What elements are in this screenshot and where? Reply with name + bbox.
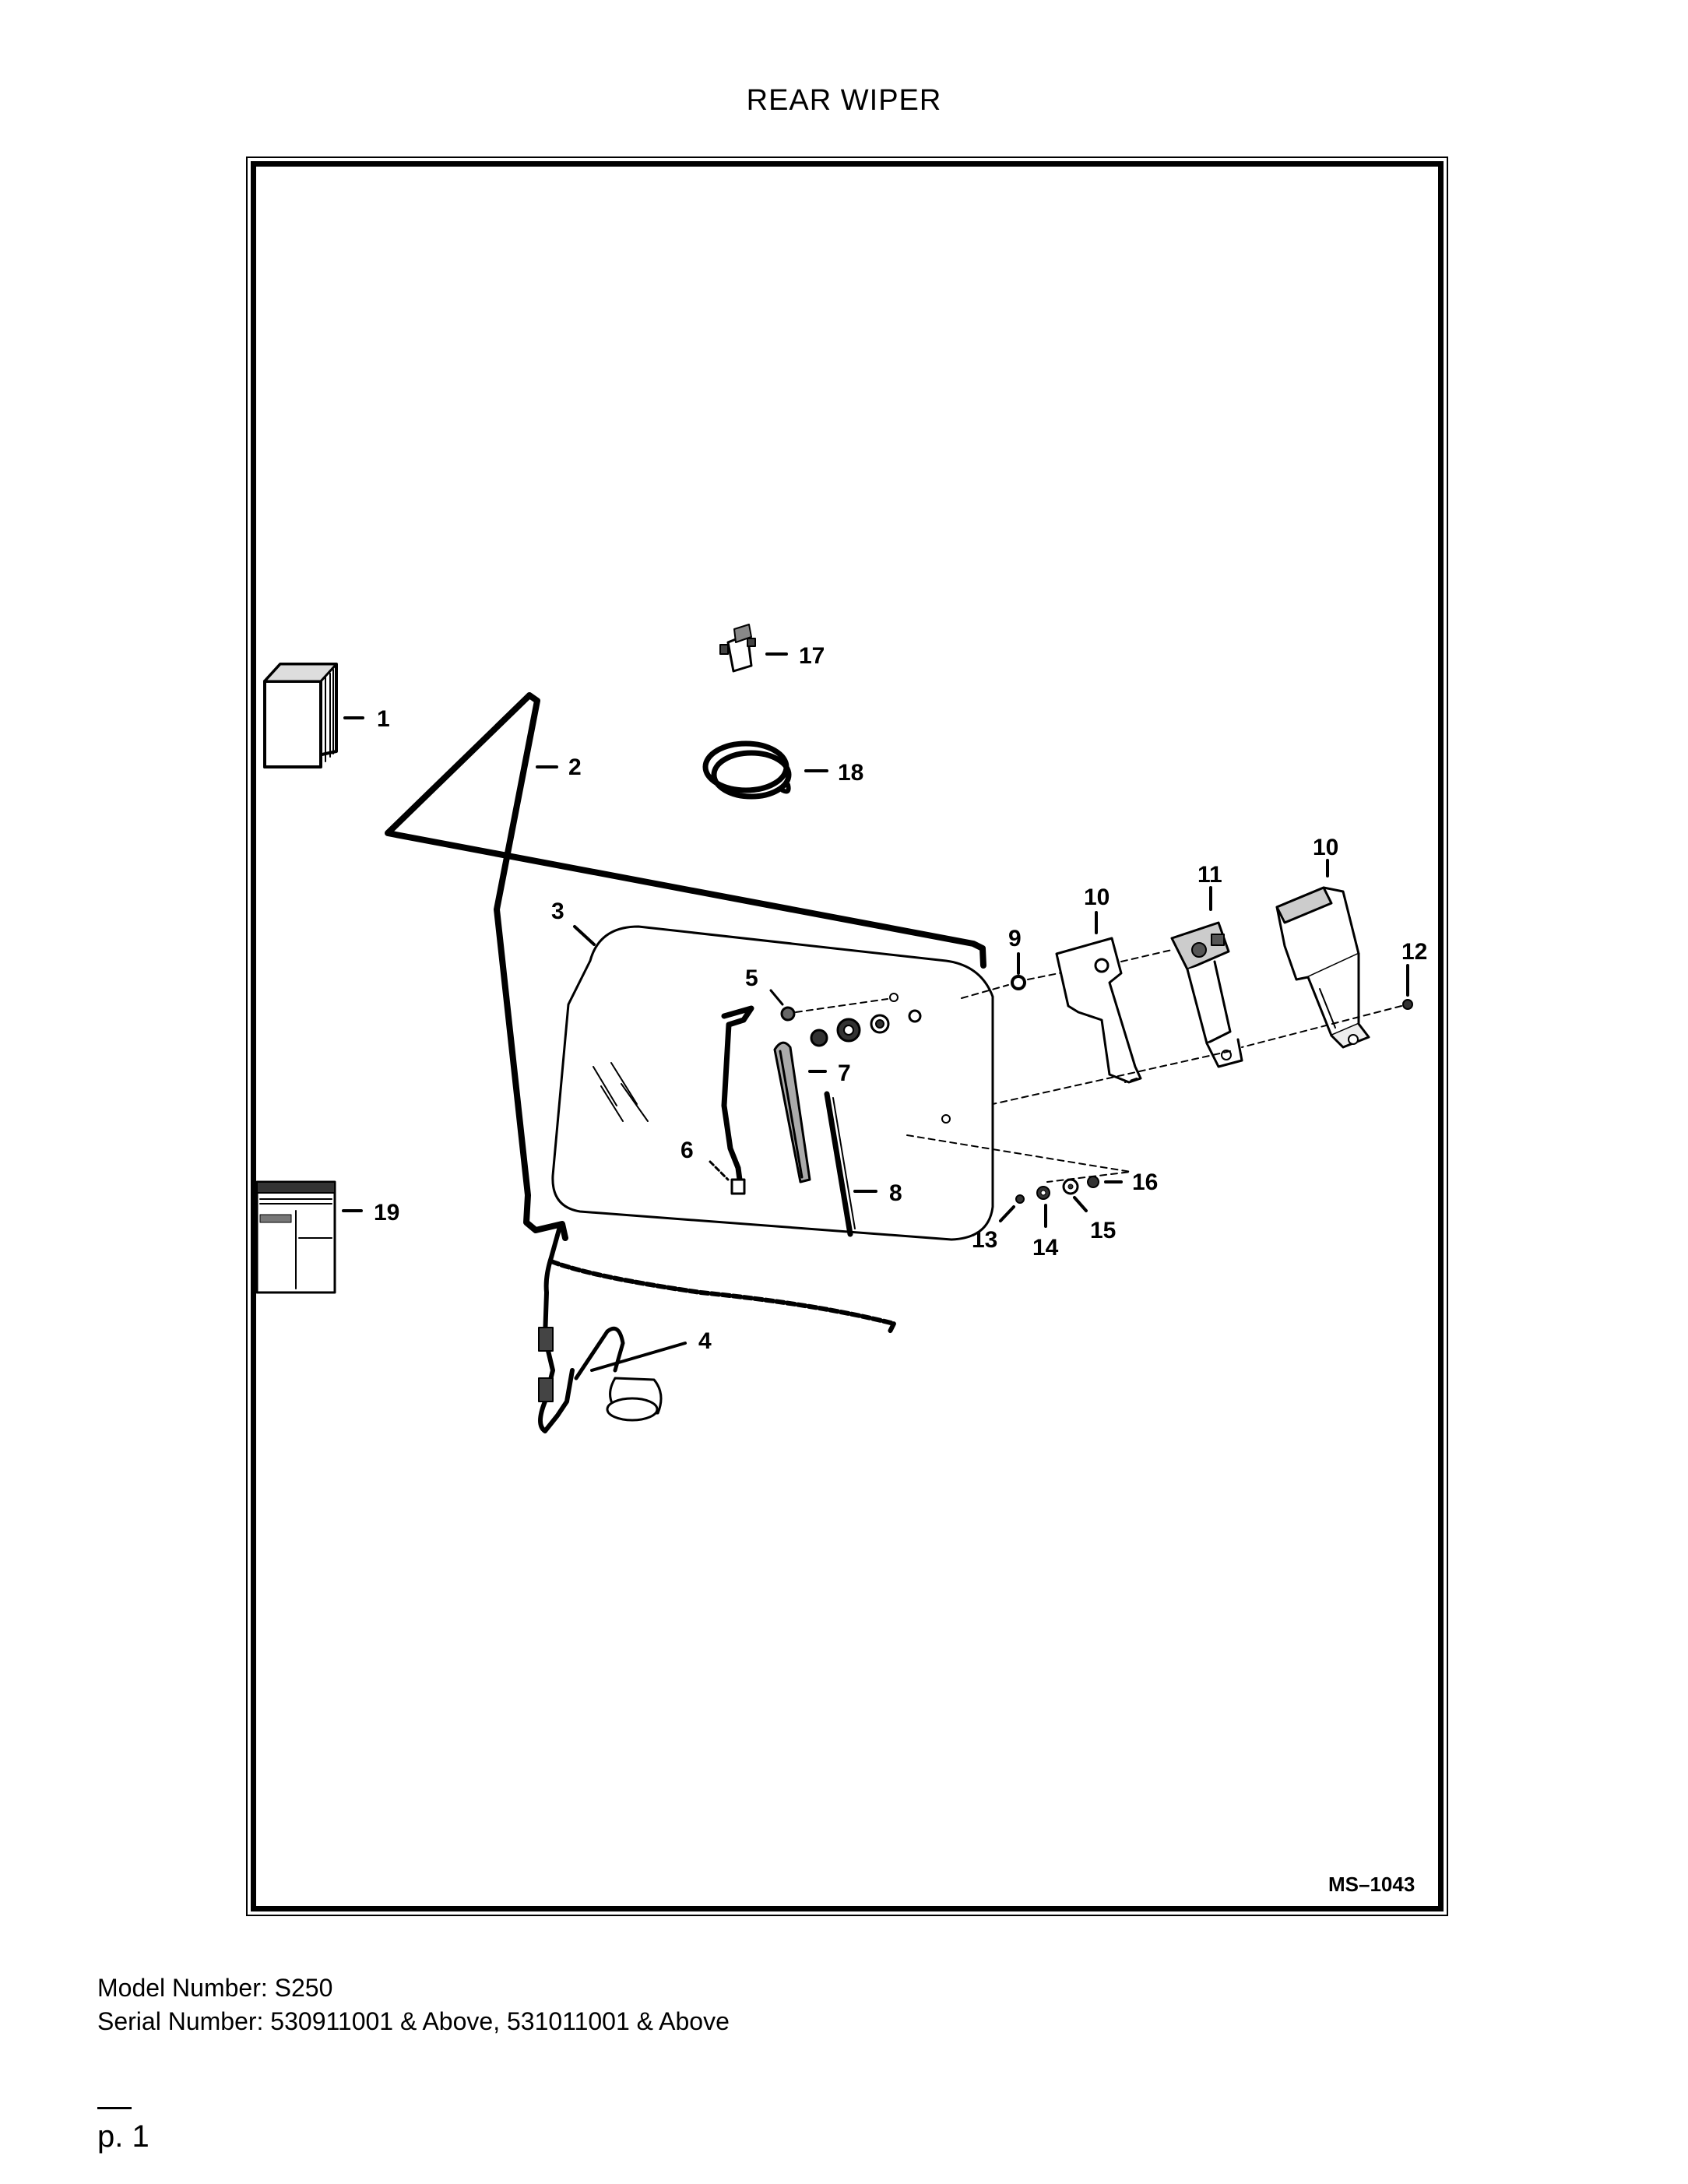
- callout-12: 12: [1401, 939, 1427, 965]
- callout-5: 5: [745, 965, 758, 991]
- callout-11: 11: [1197, 862, 1222, 888]
- callout-3: 3: [551, 899, 564, 924]
- model-number: Model Number: S250: [97, 1974, 333, 2002]
- callout-14: 14: [1032, 1235, 1059, 1261]
- callout-13: 13: [972, 1227, 997, 1253]
- leader-13: [999, 1205, 1015, 1222]
- part-13-washer: [1015, 1194, 1025, 1204]
- part-1-box: [263, 663, 338, 768]
- part-14-nut: [1036, 1186, 1050, 1200]
- callout-10a: 10: [1084, 885, 1110, 910]
- callout-1: 1: [377, 706, 390, 732]
- part-4-washer-hose: [538, 1222, 896, 1433]
- part-18-coiled-hose: [702, 740, 792, 800]
- leader-3: [573, 925, 596, 946]
- part-2-seal: [385, 692, 986, 1241]
- part-11-wiper-motor: [1170, 921, 1243, 1068]
- page-number: p. 1: [97, 2119, 149, 2154]
- part-6-clip: [721, 1005, 754, 1195]
- leader-6: [709, 1160, 730, 1181]
- drawing-id: MS–1043: [1328, 1873, 1415, 1896]
- callout-9: 9: [1008, 926, 1022, 951]
- part-8-wiper-blade: [824, 1091, 856, 1237]
- glass-glare: [593, 1062, 649, 1122]
- part-10-motor-housing: [1275, 886, 1370, 1049]
- axis-5: [795, 998, 888, 1013]
- callout-15: 15: [1090, 1218, 1116, 1243]
- callout-8: 8: [889, 1180, 902, 1206]
- part-3-glass: [551, 925, 994, 1241]
- part-10-cover-plate: [1055, 937, 1142, 1084]
- callout-18: 18: [838, 760, 863, 786]
- callout-4: 4: [698, 1328, 712, 1354]
- part-17-switch: [719, 624, 756, 673]
- page-rule: [97, 2107, 132, 2109]
- leader-15: [1073, 1196, 1088, 1212]
- callout-10b: 10: [1313, 835, 1338, 860]
- part-5-nut: [780, 1006, 796, 1022]
- diagram-frame-inner: [251, 161, 1444, 1911]
- callout-16: 16: [1132, 1169, 1158, 1195]
- part-9-grommet: [1011, 975, 1026, 990]
- callout-7: 7: [838, 1060, 851, 1086]
- callout-17: 17: [799, 643, 825, 669]
- callout-19: 19: [374, 1200, 399, 1226]
- callout-6: 6: [680, 1138, 694, 1163]
- serial-number: Serial Number: 530911001 & Above, 531011…: [97, 2007, 730, 2035]
- callout-2: 2: [568, 754, 582, 780]
- part-12-bolt: [1402, 999, 1413, 1010]
- leader-5: [769, 989, 784, 1006]
- part-7-wiper-arm: [773, 1009, 922, 1183]
- leader-4: [590, 1342, 687, 1372]
- part-16-cap: [1087, 1176, 1099, 1188]
- diagram-frame-outer: [246, 157, 1448, 1916]
- page-title: REAR WIPER: [746, 84, 942, 117]
- part-19-decal: [255, 1180, 336, 1294]
- part-15-washer: [1062, 1178, 1079, 1195]
